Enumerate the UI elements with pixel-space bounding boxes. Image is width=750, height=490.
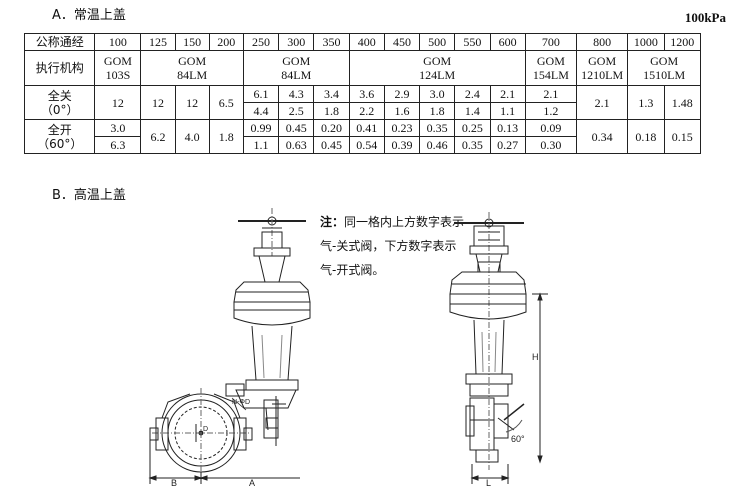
close-cell-top: 3.6 <box>348 85 385 103</box>
open-row-top: 全开（60°） 3.0 6.2 4.0 1.8 0.99 0.45 0.20 0… <box>23 119 702 154</box>
close-cell: 12 <box>174 85 210 120</box>
open-row-bottom: 6.3 1.1 0.63 0.45 0.54 0.39 0.46 0.35 0.… <box>25 136 701 154</box>
section-a-title: A．常温上盖 <box>52 8 126 23</box>
note: 注：同一格内上方数字表示气-关式阀，下方数字表示气-开式阀。 <box>320 210 470 282</box>
close-cell-top: 2.9 <box>383 85 421 103</box>
open-cell-bottom: 0.39 <box>383 136 421 154</box>
open-cell-bottom: 0.46 <box>419 136 456 154</box>
open-cell: 4.0 <box>174 119 210 154</box>
close-cell-bottom: 1.4 <box>454 102 491 120</box>
angle-label: 60° <box>511 434 525 444</box>
open-cell-bottom: 0.63 <box>278 136 315 154</box>
dn-cell: 1000 <box>627 33 665 51</box>
note-text: 同一格内上方数字表示气-关式阀，下方数字表示气-开式阀。 <box>320 215 465 277</box>
close-cell: 1.48 <box>663 85 702 120</box>
close-cell-top: 2.1 <box>489 85 526 103</box>
dn-cell: 1200 <box>663 33 702 51</box>
close-cell-top: 4.3 <box>278 85 315 103</box>
dim-b-label: B <box>171 478 177 488</box>
open-cell-top: 0.41 <box>348 119 385 137</box>
open-cell-bottom: 6.3 <box>94 136 142 154</box>
open-cell: 0.15 <box>663 119 702 154</box>
front-view <box>148 208 311 484</box>
close-cell-bottom: 2.2 <box>348 102 385 120</box>
d-label: D <box>203 426 208 433</box>
open-cell: 1.8 <box>208 119 244 154</box>
close-cell-top: 2.4 <box>454 85 491 103</box>
dn-cell: 250 <box>242 33 280 51</box>
open-row-label: 全开（60°） <box>23 119 96 154</box>
open-cell-bottom: 0.27 <box>489 136 526 154</box>
dn-cell: 800 <box>576 33 629 51</box>
dim-l-label: L <box>486 478 491 488</box>
close-cell: 12 <box>140 85 176 120</box>
open-cell-bottom: 0.54 <box>348 136 385 154</box>
spec-table: 公称通经 100 125 150 200 250 300 350 400 450… <box>23 33 702 154</box>
dim-h-label: H <box>532 352 539 362</box>
note-prefix: 注： <box>320 215 345 229</box>
dim-a-label: A <box>249 478 255 488</box>
side-view <box>449 212 548 484</box>
open-cell-top: 0.13 <box>489 119 526 137</box>
close-cell-bottom: 4.4 <box>242 102 280 120</box>
close-cell: 12 <box>94 85 142 120</box>
close-cell-bottom: 1.8 <box>419 102 456 120</box>
open-cell-bottom: 0.35 <box>454 136 491 154</box>
open-cell-bottom: 1.1 <box>242 136 280 154</box>
close-row-bottom: 4.4 2.5 1.8 2.2 1.6 1.8 1.4 1.1 1.2 <box>25 102 701 120</box>
close-cell: 1.3 <box>627 85 665 120</box>
close-cell-bottom: 2.5 <box>278 102 315 120</box>
section-b-title: B．高温上盖 <box>52 188 126 203</box>
open-cell: 0.34 <box>576 119 629 154</box>
close-row-label: 全关（0°） <box>23 85 96 120</box>
close-row-top: 全关（0°） 12 12 12 6.5 6.1 4.3 3.4 3.6 2.9 … <box>23 85 702 120</box>
close-cell-top: 6.1 <box>242 85 280 103</box>
open-cell-bottom: 0.30 <box>524 136 578 154</box>
bolt-label: N-ΦD <box>232 399 250 406</box>
close-cell-top: 2.1 <box>524 85 578 103</box>
open-cell-top: 0.09 <box>524 119 578 137</box>
unit-label: 100kPa <box>684 10 726 25</box>
